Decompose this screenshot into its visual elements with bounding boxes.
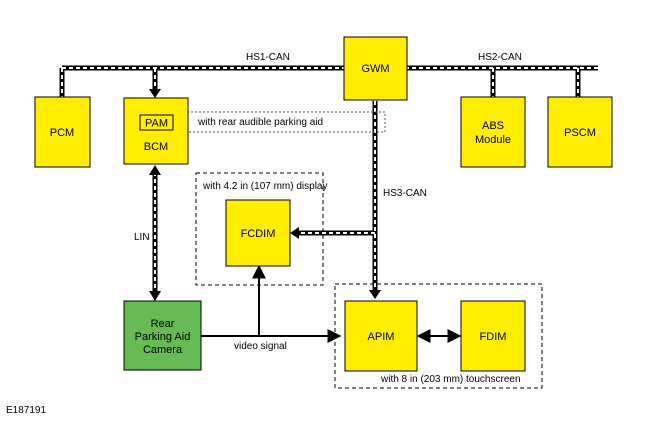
gwm-label: GWM: [361, 63, 389, 75]
apim-option-box: [334, 283, 543, 389]
abs-module: [460, 96, 526, 168]
video-signal-wires: [201, 264, 342, 343]
bcm-bus-arrow-icon: [149, 89, 161, 98]
fcdim-module: [225, 199, 291, 267]
apim-option-note: with 8 in (203 mm) touchscreen: [380, 374, 521, 385]
pcm-module: [34, 96, 91, 168]
fcdim-label: FCDIM: [241, 228, 276, 240]
hs-can-bus: [59, 65, 598, 98]
pscm-module: [547, 96, 613, 168]
camera-label-line1: Rear: [151, 318, 175, 330]
video-signal-label: video signal: [234, 341, 287, 352]
pam-module: [139, 114, 174, 131]
bcm-label: BCM: [144, 141, 168, 153]
lin-down-arrow-icon: [149, 291, 161, 301]
apim-module: [344, 300, 418, 372]
abs-label-line1: ABS: [482, 120, 504, 132]
fcdim-bus-arrow-icon: [290, 227, 299, 239]
pam-label: PAM: [145, 118, 168, 130]
camera-module: [123, 300, 202, 371]
pscm-label: PSCM: [564, 127, 596, 139]
camera-label-line2: Parking Aid: [135, 331, 191, 343]
hs3-can-bus: [290, 101, 381, 299]
fdim-module: [460, 300, 526, 372]
pam-option-note: with rear audible parking aid: [197, 117, 323, 128]
fcdim-option-box: [195, 172, 324, 286]
lin-up-arrow-icon: [149, 165, 161, 175]
hs2-can-label: HS2-CAN: [478, 52, 522, 63]
apim-bus-arrow-icon: [369, 290, 381, 299]
hs3-can-label: HS3-CAN: [383, 188, 427, 199]
hs1-can-label: HS1-CAN: [246, 52, 290, 63]
apim-label: APIM: [368, 331, 395, 343]
fcdim-option-note: with 4.2 in (107 mm) display: [202, 181, 328, 192]
lin-label: LIN: [134, 232, 150, 243]
fdim-label: FDIM: [480, 331, 507, 343]
gwm-module: [343, 36, 408, 101]
bcm-module: [123, 97, 189, 165]
lin-bus: [149, 165, 161, 301]
camera-label-line3: Camera: [143, 344, 183, 356]
pcm-label: PCM: [50, 127, 74, 139]
abs-label-line2: Module: [475, 134, 511, 146]
figure-id: E187191: [6, 405, 46, 416]
